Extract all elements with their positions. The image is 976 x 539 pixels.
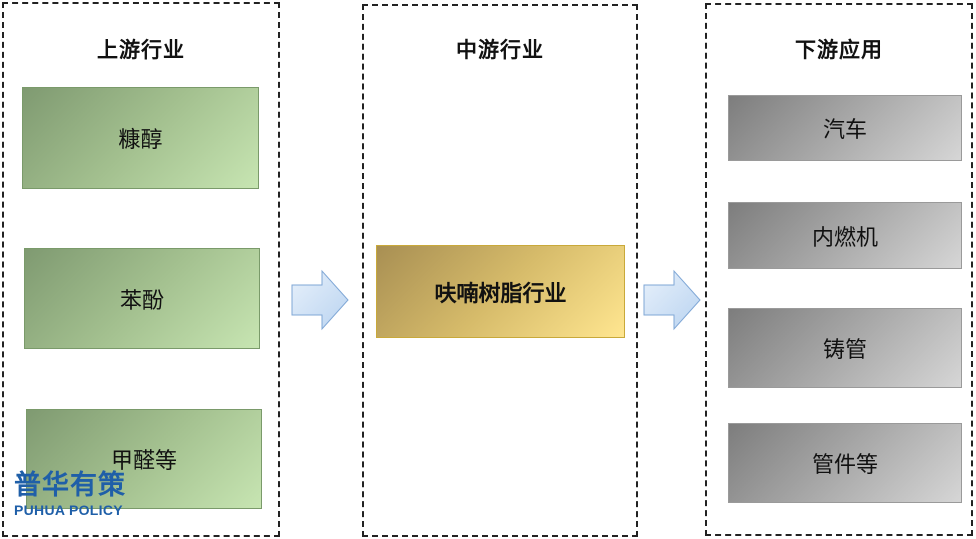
logo-name-en: PUHUA POLICY bbox=[14, 502, 123, 518]
downstream-title: 下游应用 bbox=[795, 38, 883, 62]
downstream-item-automobile: 汽车 bbox=[728, 95, 962, 161]
logo: 普华有策 PUHUA POLICY bbox=[14, 470, 126, 518]
upstream-item-furfuryl-alcohol: 糠醇 bbox=[22, 87, 259, 189]
midstream-item-furan-resin: 呋喃树脂行业 bbox=[376, 245, 625, 338]
downstream-item-internal-combustion-engine: 内燃机 bbox=[728, 202, 962, 269]
right-arrow-icon bbox=[643, 269, 701, 331]
logo-name-cn: 普华有策 bbox=[14, 470, 126, 501]
upstream-item-formaldehyde: 甲醛等 bbox=[26, 409, 262, 509]
right-arrow-icon bbox=[291, 269, 349, 331]
downstream-item-cast-pipe: 铸管 bbox=[728, 308, 962, 388]
upstream-item-phenol: 苯酚 bbox=[24, 248, 260, 349]
midstream-title: 中游行业 bbox=[456, 38, 544, 62]
upstream-title: 上游行业 bbox=[97, 38, 185, 62]
downstream-item-pipe-fittings: 管件等 bbox=[728, 423, 962, 503]
